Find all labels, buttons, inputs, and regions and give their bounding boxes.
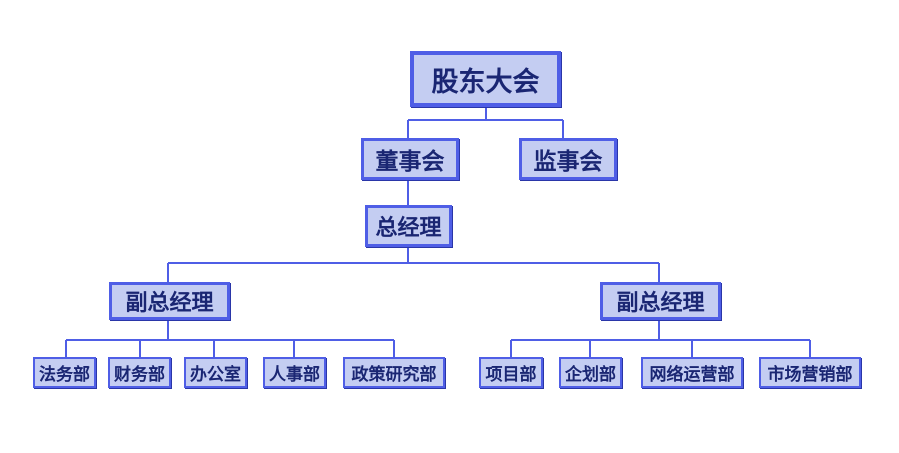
node-dept-marketing: 市场营销部	[759, 357, 861, 388]
node-dept-office: 办公室	[184, 357, 247, 388]
node-vp-left: 副总经理	[109, 282, 230, 320]
node-dept-network: 网络运营部	[641, 357, 743, 388]
node-vp-right: 副总经理	[600, 282, 721, 320]
edge-shareholders-board-supervisors	[407, 106, 564, 138]
node-board: 董事会	[361, 138, 459, 180]
node-dept-hr: 人事部	[263, 357, 326, 388]
edge-vp-right-depts	[510, 320, 811, 357]
node-supervisors: 监事会	[519, 138, 617, 180]
node-dept-planning: 企划部	[559, 357, 622, 388]
node-dept-legal: 法务部	[33, 357, 96, 388]
node-general-manager: 总经理	[365, 205, 452, 247]
node-dept-project: 项目部	[479, 357, 543, 388]
node-dept-policy: 政策研究部	[343, 357, 445, 388]
edge-gm-vps	[167, 247, 660, 282]
node-dept-finance: 财务部	[108, 357, 171, 388]
node-shareholders: 股东大会	[410, 51, 561, 107]
edge-vp-left-depts	[65, 320, 395, 357]
